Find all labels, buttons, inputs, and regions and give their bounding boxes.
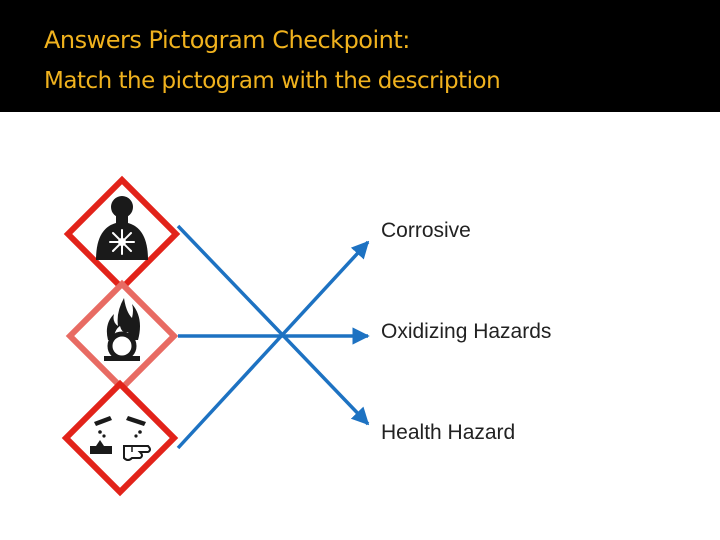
match-arrow-corrosive bbox=[176, 240, 370, 450]
corrosion-icon bbox=[61, 379, 179, 497]
slide-subtitle: Match the pictogram with the description bbox=[44, 68, 501, 94]
slide-title: Answers Pictogram Checkpoint: bbox=[44, 26, 410, 54]
description-health-hazard: Health Hazard bbox=[381, 421, 516, 444]
description-oxidizing-hazards: Oxidizing Hazards bbox=[381, 320, 552, 343]
flame-over-circle-icon bbox=[65, 279, 179, 393]
health-hazard-icon bbox=[63, 175, 181, 293]
match-arrow-health-hazard bbox=[176, 224, 370, 426]
description-corrosive: Corrosive bbox=[381, 219, 471, 242]
title-bar: Answers Pictogram Checkpoint: Match the … bbox=[0, 0, 720, 112]
